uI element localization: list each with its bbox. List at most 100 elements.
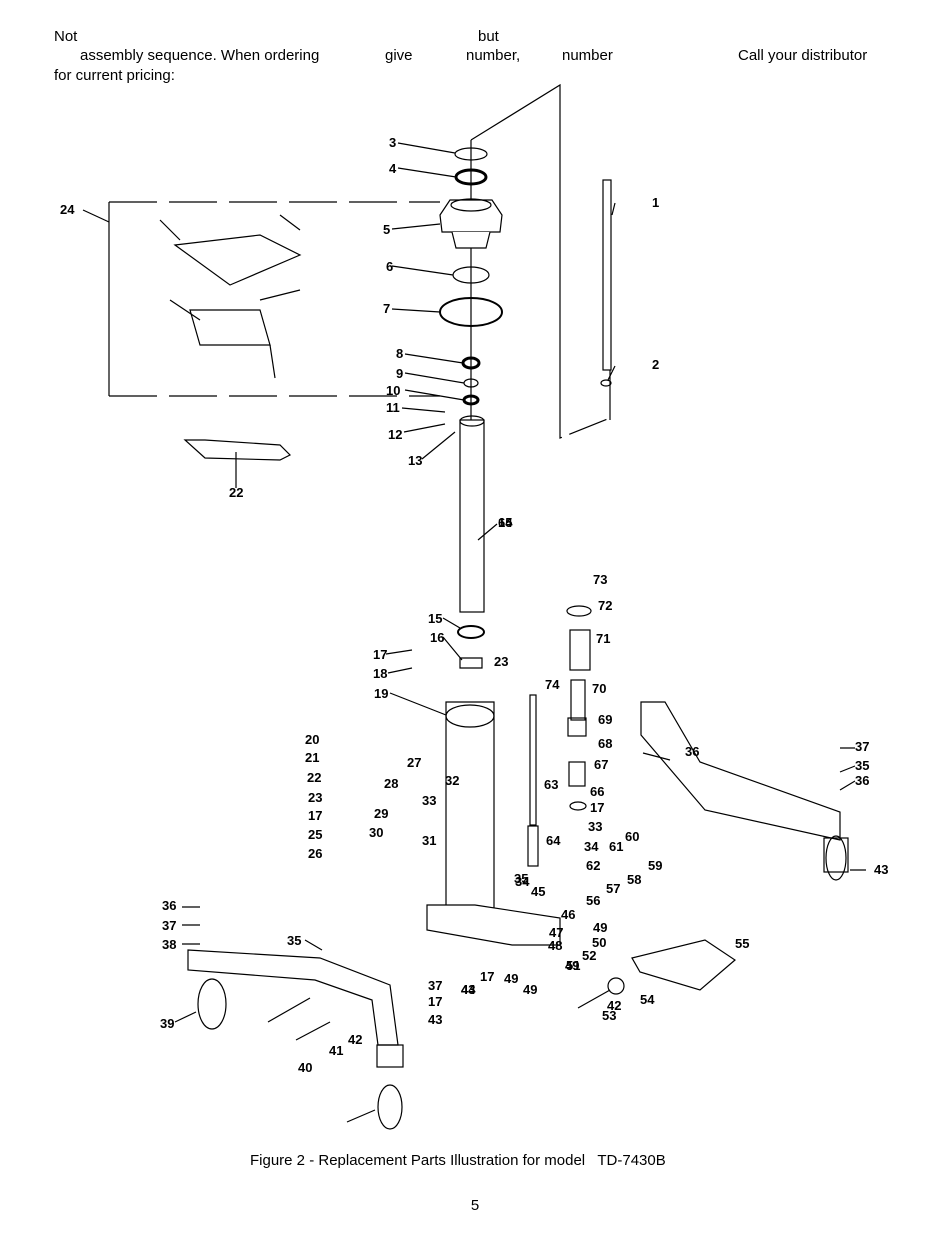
part-number-label: 35	[287, 933, 301, 948]
part-number-label: 23	[308, 790, 322, 805]
part-number-label: 60	[625, 829, 639, 844]
part-number-label: 13	[408, 453, 422, 468]
part-number-label: 70	[592, 681, 606, 696]
part-number-label: 28	[384, 776, 398, 791]
part-number-label: 46	[561, 907, 575, 922]
part-number-label: 49	[565, 958, 579, 973]
part-number-label: 68	[598, 736, 612, 751]
part-number-label: 10	[386, 383, 400, 398]
part-number-label: 72	[598, 598, 612, 613]
part-number-label: 17	[590, 800, 604, 815]
part-number-label: 45	[531, 884, 545, 899]
part-number-label: 51	[566, 958, 580, 973]
part-number-label: 42	[348, 1032, 362, 1047]
note-word: but	[478, 28, 499, 45]
part-number-label: 38	[162, 937, 176, 952]
part-number-label: 52	[582, 948, 596, 963]
part-number-label: 22	[307, 770, 321, 785]
part-number-label: 4	[389, 161, 397, 176]
part-number-label: 27	[407, 755, 421, 770]
part-number-label: 36	[685, 744, 699, 759]
part-number-label: 49	[504, 971, 518, 986]
part-number-label: 44	[461, 982, 476, 997]
part-number-label: 21	[305, 750, 319, 765]
page-number: 5	[470, 1197, 480, 1214]
part-number-label: 6	[386, 259, 393, 274]
part-number-label: 50	[592, 935, 606, 950]
part-number-label: 57	[606, 881, 620, 896]
part-number-label: 17	[308, 808, 322, 823]
part-number-label: 43	[428, 1012, 442, 1027]
part-number-label: 39	[160, 1016, 174, 1031]
part-number-label: 12	[388, 427, 402, 442]
part-number-label: 24	[60, 202, 75, 217]
part-number-label: 19	[374, 686, 388, 701]
part-number-label: 74	[545, 677, 560, 692]
part-number-label: 56	[586, 893, 600, 908]
part-number-label: 22	[229, 485, 243, 500]
part-number-label: 5	[383, 222, 390, 237]
part-number-label: 32	[445, 773, 459, 788]
part-number-label: 73	[593, 572, 607, 587]
part-number-label: 23	[494, 654, 508, 669]
figure-caption: Figure 2 - Replacement Parts Illustratio…	[250, 1152, 666, 1169]
part-number-label: 2	[652, 357, 659, 372]
part-number-label: 47	[549, 925, 563, 940]
part-number-label: 41	[329, 1043, 343, 1058]
part-number-label: 17	[428, 994, 442, 1009]
part-number-label: 16	[430, 630, 444, 645]
part-number-label: 3	[389, 135, 396, 150]
note-word: Call your distributor	[738, 47, 868, 64]
part-number-label: 17	[480, 969, 494, 984]
part-number-label: 17	[373, 647, 387, 662]
note-word: give	[385, 47, 413, 64]
part-number-label: 49	[523, 982, 537, 997]
part-number-label: 49	[593, 920, 607, 935]
part-number-label: 37	[428, 978, 442, 993]
part-number-label: 8	[396, 346, 403, 361]
part-number-label: 11	[386, 400, 400, 415]
part-number-label: 7	[383, 301, 390, 316]
part-number-label: 59	[648, 858, 662, 873]
part-number-label: 18	[373, 666, 387, 681]
part-number-label: 67	[594, 757, 608, 772]
part-number-label: 48	[548, 938, 562, 953]
part-number-label: 54	[640, 992, 655, 1007]
note-word: number,	[466, 47, 521, 64]
part-number-label: 62	[586, 858, 600, 873]
part-number-label: 53	[602, 1008, 616, 1023]
part-number-label: 9	[396, 366, 403, 381]
part-number-label: 61	[609, 839, 623, 854]
part-number-label: 64	[546, 833, 561, 848]
part-number-label: 58	[627, 872, 641, 887]
note-word: assembly sequence. When ordering	[80, 47, 320, 64]
part-number-label: 1	[652, 195, 659, 210]
part-number-label: 35	[514, 871, 528, 886]
part-number-label: 29	[374, 806, 388, 821]
part-number-label: 65	[498, 515, 512, 530]
part-number-label: 42	[607, 998, 621, 1013]
part-number-label: 36	[162, 898, 176, 913]
part-number-label: 43	[461, 982, 475, 997]
part-number-label: 71	[596, 631, 610, 646]
part-number-label: 35	[855, 758, 869, 773]
part-number-label: 40	[298, 1060, 312, 1075]
part-number-label: 33	[588, 819, 602, 834]
part-number-label: 30	[369, 825, 383, 840]
part-number-label: 14	[498, 515, 513, 530]
part-number-label: 36	[855, 773, 869, 788]
part-number-label: 37	[855, 739, 869, 754]
part-number-label: 33	[422, 793, 436, 808]
part-number-label: 31	[422, 833, 436, 848]
part-number-label: 34	[584, 839, 599, 854]
part-number-label: 34	[515, 874, 530, 889]
part-number-label: 20	[305, 732, 319, 747]
part-number-label: 26	[308, 846, 322, 861]
part-number-label: 15	[428, 611, 442, 626]
note-word: Not	[54, 28, 78, 45]
note-word: for current pricing:	[54, 67, 175, 84]
note-word: number	[562, 47, 613, 64]
part-number-label: 66	[590, 784, 604, 799]
part-number-label: 43	[874, 862, 888, 877]
